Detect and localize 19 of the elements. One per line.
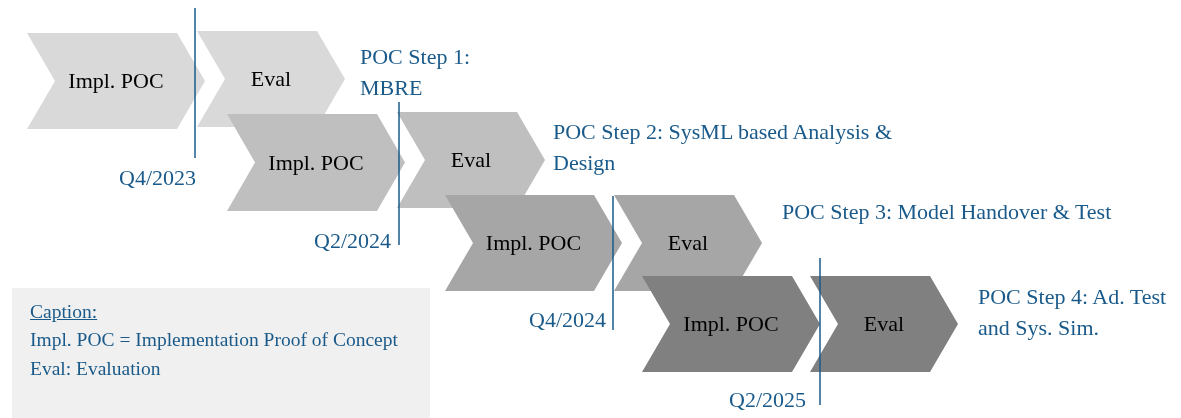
step-text: Impl. POC bbox=[683, 310, 779, 338]
caption-heading: Caption: bbox=[30, 300, 98, 324]
caption-text: Eval: Evaluation bbox=[30, 356, 161, 381]
step-label: POC Step 2: SysML based Analysis & Design bbox=[553, 118, 893, 177]
step-text: Impl. POC bbox=[485, 229, 582, 257]
date-label: Q4/2024 bbox=[529, 306, 606, 334]
step-text: Eval bbox=[250, 65, 292, 93]
step-text: Eval bbox=[667, 229, 709, 257]
caption-text: Impl. POC = Implementation Proof of Concept bbox=[30, 328, 398, 353]
step-text: Impl. POC bbox=[268, 148, 364, 177]
step-label: POC Step 4: Ad. Test and Sys. Sim. bbox=[978, 283, 1168, 342]
date-label: Q2/2024 bbox=[314, 227, 391, 255]
step-label: POC Step 3: Model Handover & Test bbox=[782, 198, 1112, 226]
step-text: Eval bbox=[863, 310, 905, 338]
date-label: Q2/2025 bbox=[729, 386, 806, 414]
step-text: Eval bbox=[450, 146, 492, 174]
step-text: Impl. POC bbox=[68, 67, 164, 95]
step-label: POC Step 1: MBRE bbox=[360, 43, 472, 102]
date-label: Q4/2023 bbox=[119, 164, 196, 192]
